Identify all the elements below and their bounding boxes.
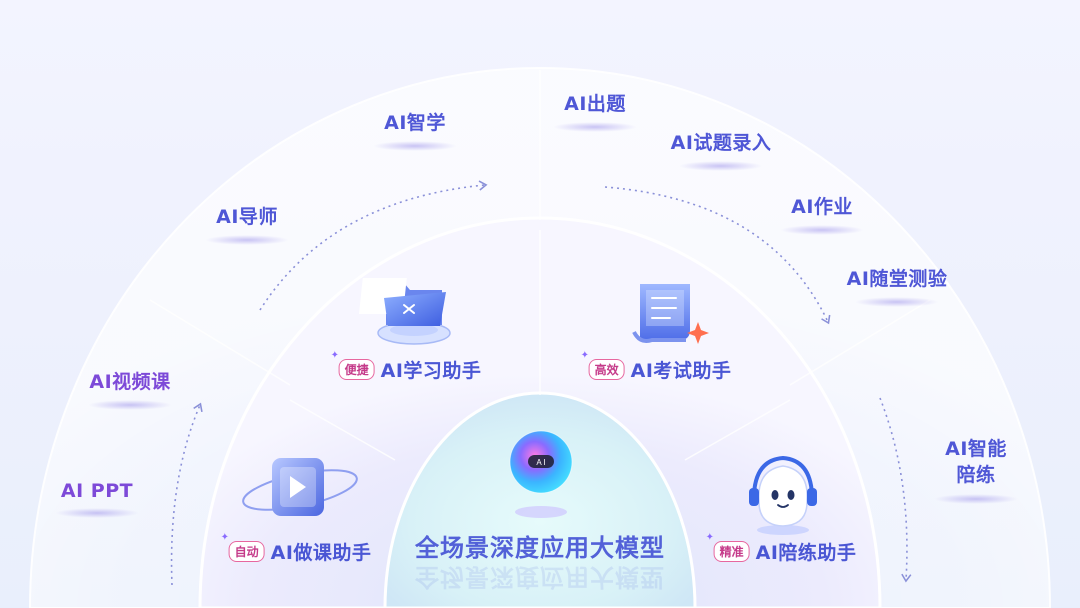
assistant-name: AI做课助手 [270, 542, 372, 564]
center-title: 全场景深度应用大模型 [415, 534, 665, 562]
feature-ai-shipinke: AI视频课 [88, 367, 172, 410]
assistant-name: AI陪练助手 [755, 542, 857, 564]
feature-ai-ppt: AI PPT [55, 480, 139, 518]
feature-label-line2: 陪练 [956, 464, 996, 486]
feature-label: AI视频课 [89, 371, 171, 393]
feature-shadow [553, 122, 637, 132]
assistant-zuoke: 自动 AI做课助手 [221, 532, 372, 565]
assistant-tag: 高效 [581, 350, 625, 380]
feature-label: AI导师 [216, 206, 278, 228]
video-play-icon [242, 458, 358, 516]
feature-label: AI试题录入 [670, 132, 772, 154]
assistant-tag: 便捷 [331, 350, 375, 380]
folder-icon [358, 278, 451, 345]
feature-shadow [855, 297, 939, 307]
feature-shadow [373, 141, 457, 151]
assistant-name: AI学习助手 [380, 360, 482, 382]
assistant-tag: 自动 [221, 532, 265, 562]
feature-ai-chuti: AI出题 [553, 89, 637, 132]
feature-shadow [780, 225, 864, 235]
assistant-kaoshi: 高效 AI考试助手 [581, 350, 732, 383]
feature-shadow [205, 235, 289, 245]
feature-ai-zhixue: AI智学 [373, 108, 457, 151]
feature-shadow [679, 161, 763, 171]
assistant-tag: 精准 [706, 532, 750, 562]
feature-label: AI智学 [384, 112, 446, 134]
feature-ai-zuoye: AI作业 [780, 192, 864, 235]
assistant-xuexi: 便捷 AI学习助手 [331, 350, 482, 383]
assistant-name: AI考试助手 [630, 360, 732, 382]
feature-label: AI PPT [60, 480, 134, 502]
center-title-reflection: 全场景深度应用大模型 [415, 563, 665, 591]
feature-ai-zhineng-peilian: AI智能 陪练 [934, 436, 1018, 504]
exam-paper-icon [632, 284, 709, 344]
feature-ai-daoshi: AI导师 [205, 202, 289, 245]
feature-shadow [88, 400, 172, 410]
feature-ai-suitang-ceyan: AI随堂测验 [847, 264, 948, 307]
feature-label: AI出题 [564, 93, 626, 115]
robot-headset-icon [749, 455, 817, 535]
feature-label: AI作业 [791, 196, 853, 218]
feature-label: AI随堂测验 [846, 268, 948, 290]
feature-label-line1: AI智能 [945, 438, 1007, 460]
feature-shadow [55, 508, 139, 518]
assistant-peilian: 精准 AI陪练助手 [706, 532, 857, 565]
feature-shadow [934, 494, 1018, 504]
feature-ai-shiti-luru: AI试题录入 [671, 128, 772, 171]
ai-orb-icon: A I [509, 430, 573, 518]
svg-text:A I: A I [536, 458, 545, 467]
